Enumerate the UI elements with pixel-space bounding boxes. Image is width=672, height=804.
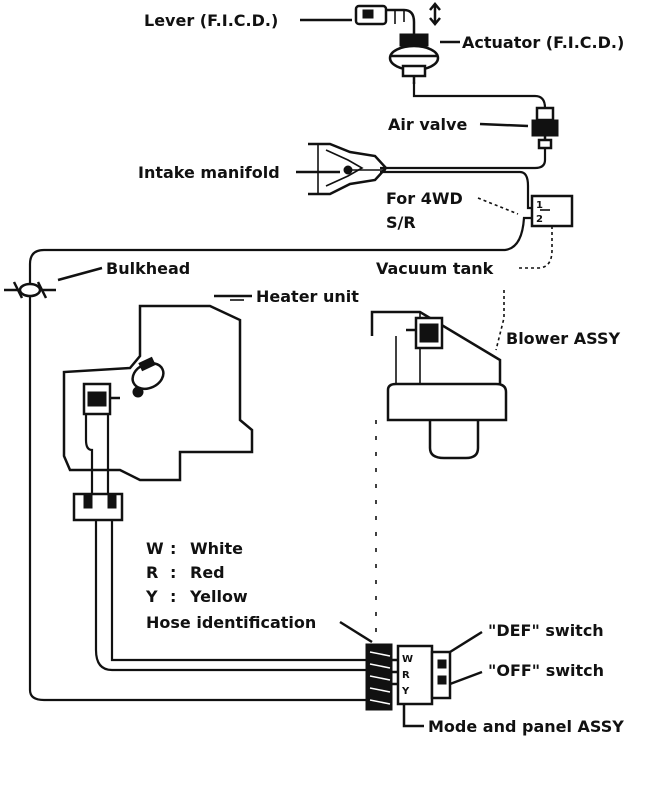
- label-blower-assy: Blower ASSY: [506, 329, 620, 348]
- label-air-valve: Air valve: [388, 115, 467, 134]
- panel-letter-y: Y: [401, 686, 410, 697]
- connector-pin-1: 1: [536, 200, 543, 211]
- hose-w: [110, 520, 370, 662]
- leader-off: [449, 670, 483, 686]
- double-arrow-icon: [429, 2, 441, 26]
- heater-unit: [62, 299, 254, 482]
- heater-actuator-upper: [131, 356, 165, 398]
- legend-sep-y: :: [170, 587, 176, 606]
- air-valve: [531, 106, 559, 150]
- hose-clamp: [72, 492, 124, 522]
- legend-name-y: Yellow: [189, 587, 248, 606]
- panel-letter-w: W: [402, 654, 413, 665]
- label-actuator: Actuator (F.I.C.D.): [462, 33, 624, 52]
- legend-sep-w: :: [170, 539, 176, 558]
- leader-bulkhead: [57, 266, 103, 282]
- label-intake-manifold: Intake manifold: [138, 163, 280, 182]
- hose-manifold-connector: [380, 170, 532, 210]
- bulkhead-grommet: [4, 281, 56, 299]
- legend-code-y: Y: [145, 587, 158, 606]
- leader-vacuum-tank: [518, 226, 553, 269]
- label-sr: S/R: [386, 213, 416, 232]
- leader-air-valve: [479, 122, 529, 128]
- label-heater-unit: Heater unit: [256, 287, 359, 306]
- label-lever: Lever (F.I.C.D.): [144, 11, 278, 30]
- legend-name-r: Red: [190, 563, 225, 582]
- mode-panel-assy: [392, 644, 452, 706]
- label-def-switch: "DEF" switch: [488, 621, 604, 640]
- hose-identification-bundle: [365, 643, 393, 711]
- label-mode-panel: Mode and panel ASSY: [428, 717, 624, 736]
- hose-airvalve-manifold: [380, 148, 547, 170]
- label-off-switch: "OFF" switch: [488, 661, 604, 680]
- blower-vacuum-line: [495, 290, 505, 351]
- label-hose-identification: Hose identification: [146, 613, 316, 632]
- leader-hose-id: [339, 620, 373, 644]
- connector-pin-2: 2: [536, 214, 543, 225]
- legend-code-r: R: [146, 563, 158, 582]
- hose-actuator-airvalve: [412, 82, 547, 112]
- blower-assy: [370, 310, 508, 460]
- color-legend: W : White R : Red Y : Yellow: [145, 539, 248, 606]
- label-vacuum-tank: Vacuum tank: [376, 259, 494, 278]
- legend-sep-r: :: [170, 563, 176, 582]
- hose-heater-w: [84, 414, 94, 494]
- ficd-actuator: [388, 33, 440, 84]
- intake-manifold: [308, 142, 388, 196]
- hose-r: [94, 520, 370, 672]
- legend-code-w: W: [146, 539, 164, 558]
- leader-def: [449, 630, 483, 654]
- panel-letter-r: R: [402, 670, 410, 681]
- heater-actuator-lower: [82, 382, 120, 416]
- hose-main-loop: [28, 216, 532, 702]
- leader-4wd: [477, 197, 519, 215]
- label-for-4wd: For 4WD: [386, 189, 463, 208]
- leader-mode-panel: [402, 704, 424, 728]
- label-bulkhead: Bulkhead: [106, 259, 190, 278]
- legend-name-w: White: [190, 539, 243, 558]
- ficd-lever: [354, 4, 416, 36]
